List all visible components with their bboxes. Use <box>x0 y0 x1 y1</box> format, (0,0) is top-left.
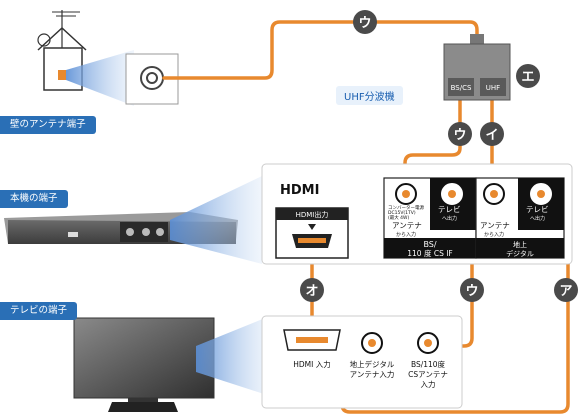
section-label-tv: テレビの端子 <box>0 302 78 320</box>
splitter-port-uhf: UHF <box>486 84 500 92</box>
converter-note: コンバーター電源 <box>388 204 424 211</box>
bs-tv-out-sub: へ出力 <box>442 215 457 222</box>
terr-tv-out-sub: へ出力 <box>530 215 545 222</box>
marker-o: オ <box>300 278 324 302</box>
svg-text:ウ: ウ <box>465 284 478 299</box>
section-label-wall: 壁のアンテナ端子 <box>0 116 96 134</box>
marker-u-low: ウ <box>460 278 484 302</box>
tv-hdmi-in-label: HDMI 入力 <box>293 359 330 369</box>
section-label-device: 本機の端子 <box>0 190 68 208</box>
marker-e: エ <box>516 64 540 88</box>
svg-text:ウ: ウ <box>358 16 371 31</box>
tv-icon <box>73 317 215 412</box>
bs-antenna-in-sub: から入力 <box>396 231 416 238</box>
device-rear-panel: HDMI HDMI出力 コンバーター電源 DC15V(1TV) (最大 4W) … <box>261 163 573 265</box>
terr-antenna-in-label: アンテナ <box>480 221 510 230</box>
marker-a: ア <box>554 278 578 302</box>
svg-text:ア: ア <box>559 284 572 299</box>
tv-rear-panel: HDMI 入力 地上デジタル アンテナ入力 BS/110度 CSアンテナ 入力 <box>261 315 463 409</box>
hdmi-out-label: HDMI出力 <box>296 210 329 219</box>
bs-group-label: BS/ <box>423 240 436 249</box>
tv-terr-in-label: 地上デジタル <box>350 359 395 369</box>
tv-bs-in-label-3: 入力 <box>421 379 436 389</box>
zoom-beam-device <box>170 176 262 264</box>
bs-antenna-in-label: アンテナ <box>392 221 422 230</box>
terr-group-label-2: デジタル <box>506 249 534 258</box>
zoom-beam <box>66 50 134 106</box>
svg-text:オ: オ <box>305 284 318 299</box>
terr-tv-out-label: テレビ <box>526 205 549 214</box>
svg-text:ウ: ウ <box>453 128 466 143</box>
svg-text:エ: エ <box>521 70 534 85</box>
converter-note-2: DC15V(1TV) <box>388 210 416 216</box>
hdmi-logo: HDMI <box>280 183 319 198</box>
marker-i: イ <box>480 122 504 146</box>
bs-tv-out-label: テレビ <box>438 205 461 214</box>
tv-bs-in-label-2: CSアンテナ <box>408 370 448 379</box>
terr-antenna-in-sub: から入力 <box>484 231 504 238</box>
tv-terr-in-label-2: アンテナ入力 <box>350 369 395 379</box>
bs-group-label-2: 110 度 CS IF <box>407 248 453 258</box>
splitter-port-bs: BS/CS <box>451 84 472 92</box>
cable-u-bs <box>403 98 462 188</box>
splitter-label: UHF分波機 <box>336 86 403 105</box>
marker-u-top: ウ <box>353 10 377 34</box>
svg-text:イ: イ <box>485 128 498 143</box>
marker-u-mid: ウ <box>448 122 472 146</box>
uhf-splitter: BS/CS UHF <box>443 34 511 101</box>
terr-group-label: 地上 <box>513 240 527 249</box>
tv-bs-in-label: BS/110度 <box>411 359 446 369</box>
converter-note-3: (最大 4W) <box>388 214 409 221</box>
zoom-beam-tv <box>196 316 270 396</box>
